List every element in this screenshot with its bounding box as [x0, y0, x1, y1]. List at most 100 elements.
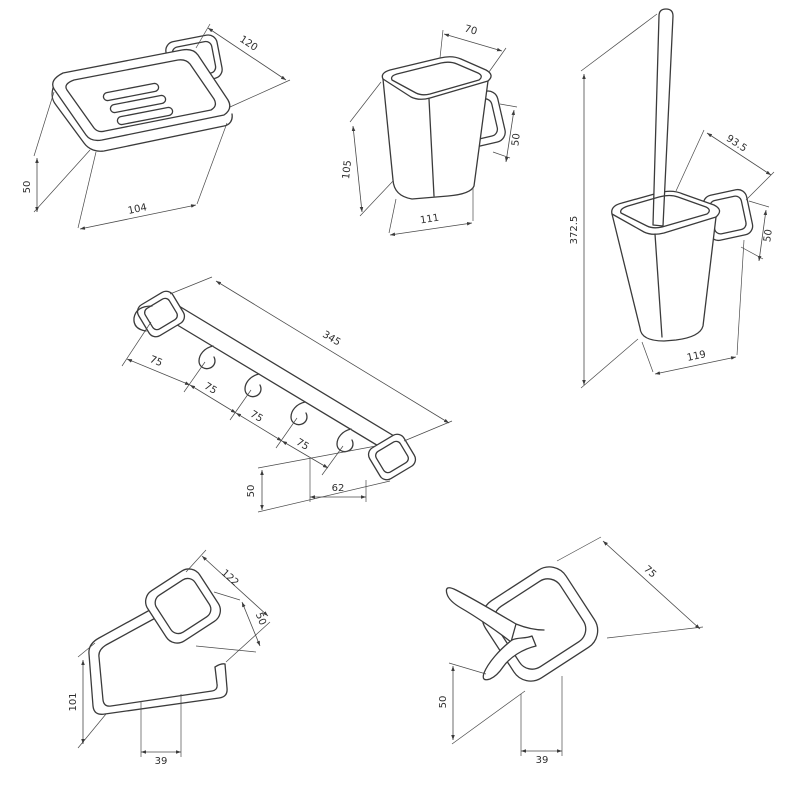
dim-label-brush-plate-height: 50: [762, 229, 775, 243]
dimension-line: [504, 109, 516, 163]
extension-line: [321, 445, 344, 476]
extension-line: [606, 626, 704, 639]
rail-right-plate: [367, 433, 417, 481]
paper-holder-arm-end-cap: [214, 663, 226, 668]
extension-line: [748, 200, 770, 208]
robe-hook-upper-prong: [445, 587, 517, 643]
robe-hook-drawing: 75 50 39: [438, 536, 704, 766]
extension-line: [33, 91, 55, 157]
extension-line: [675, 129, 705, 192]
extension-line: [169, 276, 213, 295]
soap-dish-drain-slot: [109, 94, 167, 114]
extension-line: [439, 29, 444, 59]
extension-line: [77, 713, 107, 749]
brush-rim-inner: [620, 194, 710, 229]
extension-line: [195, 645, 257, 653]
dimension-line: [706, 132, 772, 176]
rail-left-plate: [136, 290, 186, 338]
dimension-line: [241, 601, 261, 647]
brush-handle: [652, 8, 674, 227]
dim-label-brush-width: 119: [686, 349, 707, 364]
dim-label-rail-spacing-2: 75: [202, 381, 219, 397]
dimension-line: [281, 440, 329, 469]
dimension-line: [389, 221, 473, 237]
dim-label-paper-holder-width: 122: [219, 568, 241, 589]
dim-label-soap-dish-height: 50: [22, 181, 33, 194]
rail-hook: [198, 345, 216, 370]
toilet-brush-holder-drawing: 93.5 372.5 50 119: [569, 8, 775, 389]
extension-line: [499, 103, 518, 108]
dimension-line: [126, 358, 191, 386]
extension-line: [349, 81, 382, 123]
soap-dish-drawing: 120 50 104: [22, 23, 291, 230]
brush-cup-body: [611, 190, 721, 342]
extension-line: [225, 621, 271, 663]
dimension-line: [215, 280, 450, 424]
dim-label-soap-dish-depth: 104: [127, 202, 148, 217]
dimension-line: [602, 540, 701, 630]
extension-line: [556, 536, 602, 562]
dim-label-robe-hook-depth: 39: [536, 755, 549, 766]
rail-bar: [158, 299, 405, 456]
extension-line: [448, 662, 487, 675]
extension-line: [77, 151, 97, 229]
brush-rim-front-edge: [611, 213, 717, 235]
extension-line: [736, 239, 745, 356]
robe-hook-lower-prong: [482, 635, 537, 681]
extension-line: [229, 389, 252, 421]
rail-end-curl: [133, 305, 153, 332]
extension-line: [745, 171, 775, 201]
extension-line: [77, 642, 96, 658]
extension-line: [388, 198, 397, 234]
hook-rail-drawing: 345 75 75 75 75 50 62: [121, 276, 453, 513]
dim-label-rail-spacing-3: 75: [248, 409, 265, 425]
dim-label-tumbler-plate-height: 50: [510, 133, 522, 147]
extension-line: [580, 338, 639, 389]
soap-dish-rim-inner: [65, 59, 217, 133]
extension-line: [451, 690, 526, 745]
paper-holder-wall-plate: [144, 568, 222, 644]
dim-label-paper-holder-depth: 39: [155, 756, 168, 767]
dim-label-brush-total-height: 372.5: [569, 216, 580, 245]
extension-line: [195, 23, 211, 49]
extension-line: [275, 417, 298, 449]
extension-line: [359, 180, 394, 217]
dimension-line: [189, 384, 237, 414]
robe-hook-attach-line: [515, 623, 545, 631]
dimension-line: [207, 27, 287, 81]
tumbler-holder-drawing: 70 50 105 111: [341, 24, 523, 237]
rail-hook: [336, 428, 354, 453]
extension-line: [183, 361, 206, 393]
dim-label-rail-length: 345: [320, 329, 342, 348]
paper-holder-arm-outer: [88, 599, 228, 715]
extension-line: [33, 149, 91, 213]
extension-line: [196, 122, 228, 205]
dim-label-rail-plate-height: 50: [246, 485, 257, 498]
extension-line: [488, 47, 507, 73]
dim-label-paper-holder-height: 101: [68, 692, 79, 711]
extension-line: [641, 341, 654, 373]
dimension-line: [654, 356, 737, 375]
rail-hook: [290, 401, 308, 426]
rail-left-plate-inner: [144, 297, 178, 331]
rail-right-plate-inner: [375, 440, 409, 474]
dim-label-rail-spacing-1: 75: [148, 354, 164, 369]
dim-label-tumbler-height: 105: [341, 160, 354, 180]
tumbler-rim-inner: [390, 61, 482, 96]
extension-line: [185, 549, 207, 573]
extension-line: [403, 420, 453, 442]
extension-line: [257, 480, 391, 513]
soap-dish-rim: [52, 48, 231, 142]
paper-holder-arm-inner: [98, 608, 218, 707]
dim-label-paper-holder-plate-size: 50: [253, 611, 268, 627]
tumbler-front-corner-edge: [428, 98, 435, 197]
dimension-line: [757, 209, 768, 262]
extension-line: [213, 591, 241, 601]
soap-dish-drain-slot: [102, 82, 160, 102]
dimension-line: [235, 412, 283, 442]
dim-label-tumbler-top-width: 70: [463, 24, 478, 38]
extension-line: [121, 321, 152, 367]
extension-line: [257, 445, 377, 469]
dimension-line: [443, 33, 503, 52]
